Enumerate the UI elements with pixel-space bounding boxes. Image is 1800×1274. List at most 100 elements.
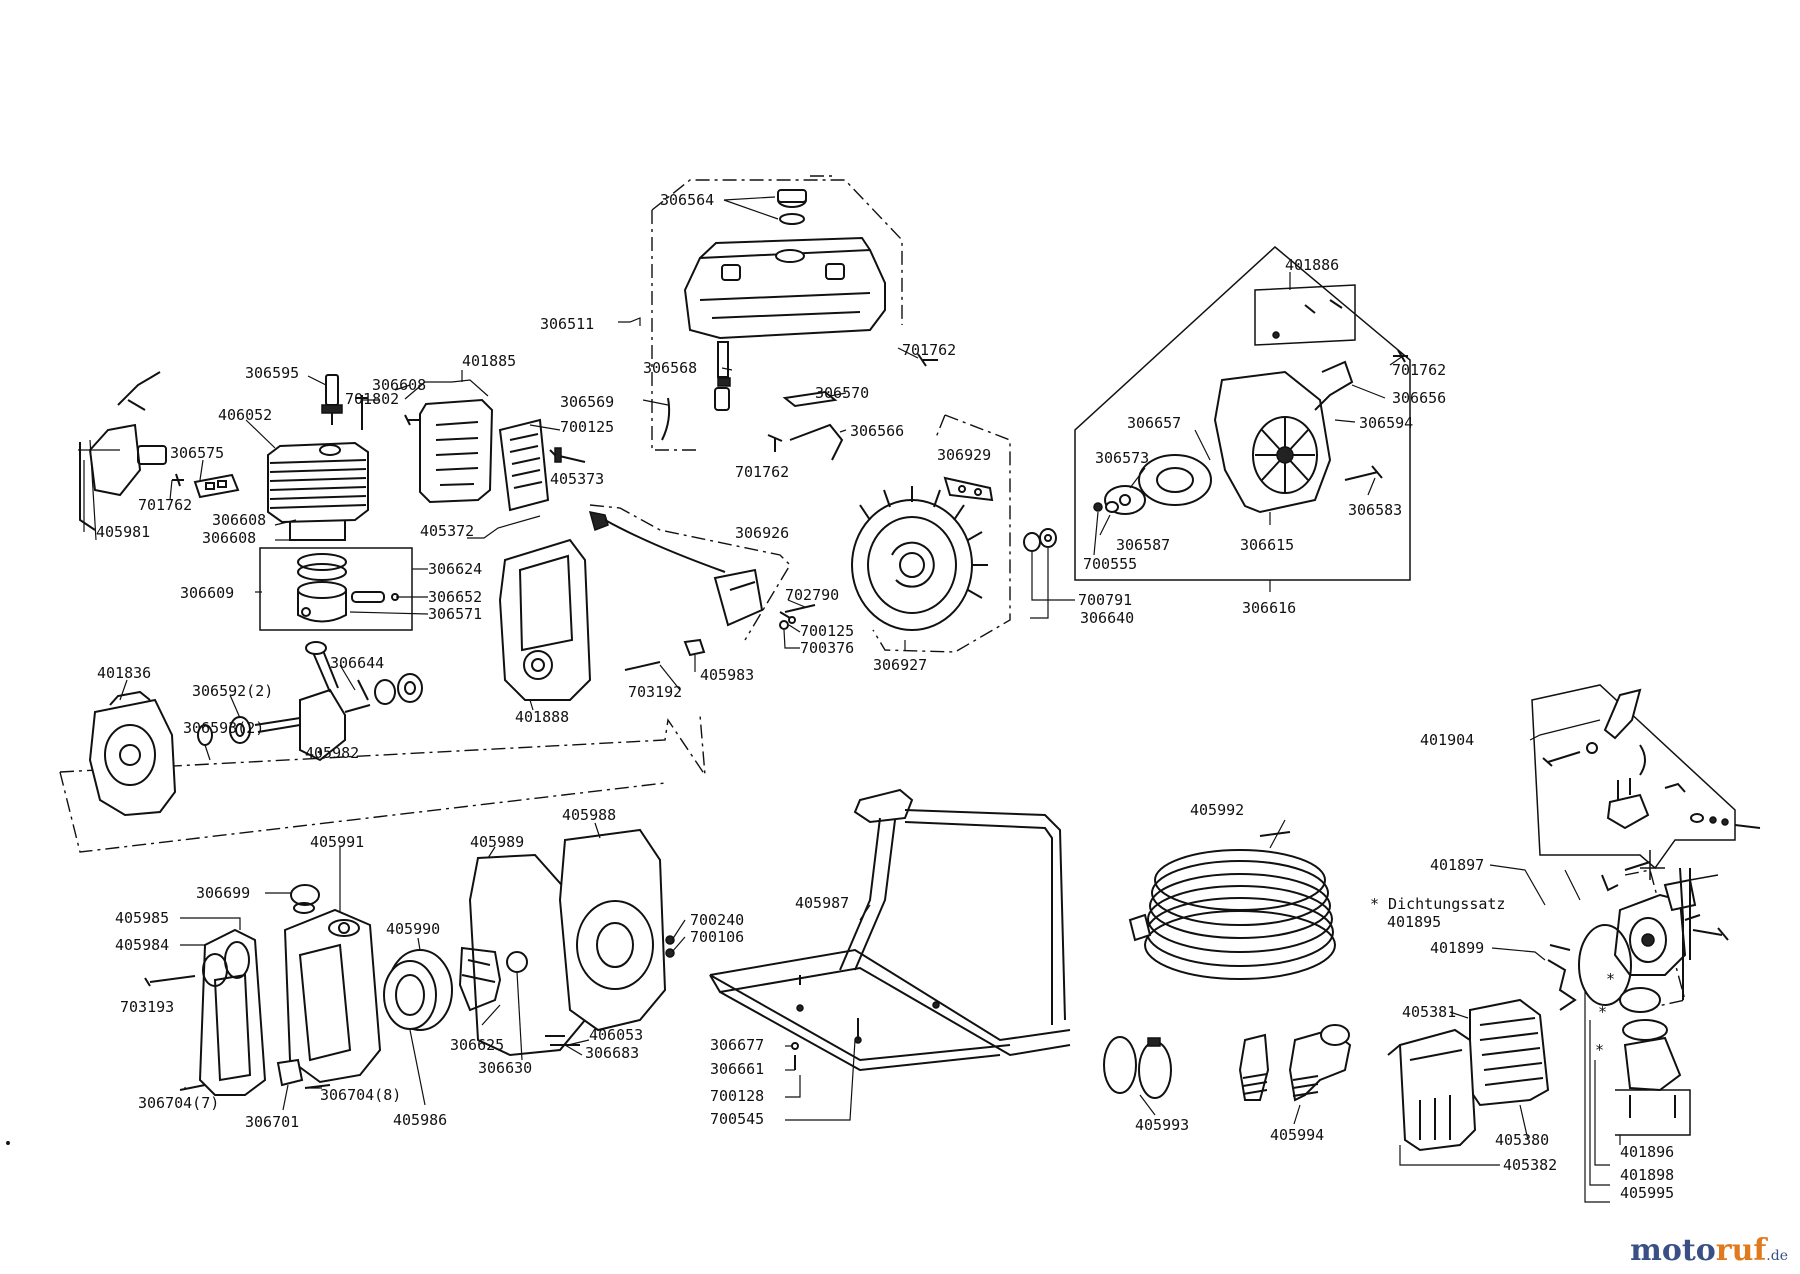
pump-housing-group: 405991 405989 405988 306699 405985 40598…: [115, 806, 744, 1131]
label-306677: 306677: [710, 1036, 764, 1054]
label-306644: 306644: [330, 654, 384, 672]
label-700791: 700791: [1078, 591, 1132, 609]
label-700128: 700128: [710, 1087, 764, 1105]
label-405989: 405989: [470, 833, 524, 851]
label-405372: 405372: [420, 522, 474, 540]
label-702790: 702790: [785, 586, 839, 604]
label-306657: 306657: [1127, 414, 1181, 432]
label-401888: 401888: [515, 708, 569, 726]
label-306568: 306568: [643, 359, 697, 377]
label-700240: 700240: [690, 911, 744, 929]
label-405987: 405987: [795, 894, 849, 912]
label-306640: 306640: [1080, 609, 1134, 627]
label-306615: 306615: [1240, 536, 1294, 554]
label-306587: 306587: [1116, 536, 1170, 554]
label-401895: 401895: [1387, 913, 1441, 931]
label-306661: 306661: [710, 1060, 764, 1078]
label-306511: 306511: [540, 315, 594, 333]
label-406052: 406052: [218, 406, 272, 424]
frame-group: 405987 306677 306661 700128 700545: [709, 788, 1071, 1128]
label-306594: 306594: [1359, 414, 1413, 432]
crankcase-group: 401836 306644 306592(2) 306593(2) 405982: [59, 641, 706, 853]
label-401899: 401899: [1430, 939, 1484, 957]
label-306652: 306652: [428, 588, 482, 606]
label-401896: 401896: [1620, 1143, 1674, 1161]
label-700545: 700545: [710, 1110, 764, 1128]
label-306564: 306564: [660, 191, 714, 209]
label-306609: 306609: [180, 584, 234, 602]
label-405983: 405983: [700, 666, 754, 684]
label-401836: 401836: [97, 664, 151, 682]
cylinder-group: 306595 306608 401885 701802 406052 30657…: [78, 352, 614, 631]
label-405984: 405984: [115, 936, 169, 954]
label-306699: 306699: [196, 884, 250, 902]
label-306595: 306595: [245, 364, 299, 382]
label-401898: 401898: [1620, 1166, 1674, 1184]
label-306625: 306625: [450, 1036, 504, 1054]
label-401897: 401897: [1430, 856, 1484, 874]
label-406053: 406053: [589, 1026, 643, 1044]
label-306630: 306630: [478, 1059, 532, 1077]
label-306593: 306593(2): [183, 719, 264, 737]
label-306616: 306616: [1242, 599, 1296, 617]
label-306608-low: 306608: [202, 529, 256, 547]
asterisk-2: *: [1595, 1041, 1604, 1059]
label-405995: 405995: [1620, 1184, 1674, 1202]
label-405985: 405985: [115, 909, 169, 927]
label-405994: 405994: [1270, 1126, 1324, 1144]
label-405982: 405982: [305, 744, 359, 762]
label-405373: 405373: [550, 470, 604, 488]
control-group: * * * 401904 401897 * Dichtungssatz 4018…: [1370, 684, 1761, 1203]
label-401885: 401885: [462, 352, 516, 370]
label-405993: 405993: [1135, 1116, 1189, 1134]
label-306704-7: 306704(7): [138, 1094, 219, 1112]
label-405382: 405382: [1503, 1156, 1557, 1174]
label-306701: 306701: [245, 1113, 299, 1131]
label-700106: 700106: [690, 928, 744, 946]
label-306927: 306927: [873, 656, 927, 674]
label-701802: 701802: [345, 390, 399, 408]
label-405990: 405990: [386, 920, 440, 938]
label-dichtungssatz: * Dichtungssatz: [1370, 895, 1505, 913]
label-701762-bracket: 701762: [735, 463, 789, 481]
label-306929: 306929: [937, 446, 991, 464]
label-405381: 405381: [1402, 1003, 1456, 1021]
label-306575: 306575: [170, 444, 224, 462]
label-306624: 306624: [428, 560, 482, 578]
logo-suffix: .de: [1766, 1248, 1788, 1264]
label-703193: 703193: [120, 998, 174, 1016]
hose-group: 405992 405993 405994: [1103, 801, 1352, 1144]
asterisk-3: *: [1606, 970, 1615, 988]
label-306583: 306583: [1348, 501, 1402, 519]
label-700125-muffler: 700125: [560, 418, 614, 436]
label-306683: 306683: [585, 1044, 639, 1062]
label-306573: 306573: [1095, 449, 1149, 467]
label-306704-8: 306704(8): [320, 1086, 401, 1104]
stray-dot: [6, 1141, 10, 1145]
label-405988: 405988: [562, 806, 616, 824]
label-405986: 405986: [393, 1111, 447, 1129]
label-700555: 700555: [1083, 555, 1137, 573]
starter-group: 401886 701762 306656 306594 306657 30657…: [1074, 246, 1446, 617]
label-306656: 306656: [1392, 389, 1446, 407]
label-405991: 405991: [310, 833, 364, 851]
label-306570: 306570: [815, 384, 869, 402]
asterisk-1: *: [1598, 1003, 1607, 1021]
label-700125-ign: 700125: [800, 622, 854, 640]
label-306566: 306566: [850, 422, 904, 440]
logo-accent: ruf: [1715, 1233, 1767, 1268]
label-701762-tank: 701762: [902, 341, 956, 359]
label-306608-mid: 306608: [212, 511, 266, 529]
label-306608-top: 306608: [372, 376, 426, 394]
label-306592: 306592(2): [192, 682, 273, 700]
label-701762-carb: 701762: [138, 496, 192, 514]
label-306571: 306571: [428, 605, 482, 623]
label-701762-starter: 701762: [1392, 361, 1446, 379]
label-703192: 703192: [628, 683, 682, 701]
label-306569: 306569: [560, 393, 614, 411]
motoruf-logo: motoruf.de: [1630, 1233, 1788, 1268]
label-405992: 405992: [1190, 801, 1244, 819]
flywheel-group: 306929 306927 700791 306640: [851, 414, 1134, 674]
label-700376: 700376: [800, 639, 854, 657]
